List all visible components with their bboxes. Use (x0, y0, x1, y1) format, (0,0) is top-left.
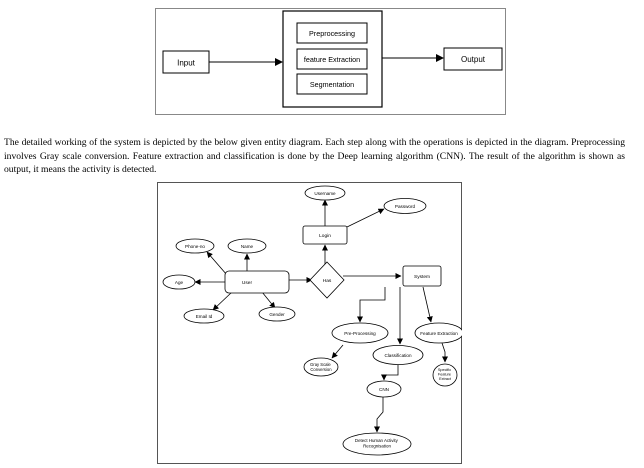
name-label: Name (241, 244, 254, 249)
edge-cnn-detect (374, 397, 384, 433)
grayscale-line-2: Conversion (310, 367, 332, 372)
classification-entity (372, 345, 424, 365)
edge-system-feature-extraction (422, 286, 433, 323)
figure-frame (155, 8, 506, 115)
system-label: System (414, 274, 430, 280)
username-entity (304, 185, 346, 201)
preprocessing-entity (331, 322, 389, 344)
grayscale-label: Gray Scale Conversion (310, 362, 332, 372)
cnn-label: CNN (379, 387, 389, 392)
edge-user-gender (261, 291, 276, 309)
has-label: Has (323, 278, 332, 284)
has-relationship (309, 261, 345, 299)
block-diagram-figure: Input Preprocessing feature Extraction S… (155, 8, 506, 115)
login-label: Login (319, 233, 331, 239)
edge-classification-cnn (381, 365, 399, 381)
username-label: Username (314, 191, 336, 196)
specific-feature-line-2: Feature (438, 373, 451, 377)
age-entity (162, 274, 196, 290)
age-label: Age (175, 280, 184, 285)
grayscale-entity (303, 357, 339, 377)
output-box (443, 47, 503, 71)
cnn-entity (366, 380, 402, 398)
detect-activity-line-1: Detect Human Activity (355, 438, 399, 443)
phone-label: Phone-no (185, 244, 205, 249)
classification-label: Classification (384, 353, 412, 358)
grayscale-line-1: Gray Scale (310, 362, 331, 367)
password-label: Password (395, 204, 416, 209)
edge-user-phone (206, 251, 228, 276)
specific-feature-line-3: Extract (439, 377, 452, 381)
edge-user-email (212, 291, 233, 311)
gender-label: Gender (269, 312, 285, 317)
step-segmentation-box (296, 73, 368, 95)
detect-activity-label: Detect Human Activity Recognisation (355, 438, 399, 449)
detect-activity-entity (342, 432, 412, 456)
feature-extraction-label: Feature Extraction (420, 331, 458, 336)
name-entity (227, 238, 267, 254)
input-label: Input (177, 59, 196, 68)
output-label: Output (461, 55, 486, 64)
step-preprocessing-box (296, 22, 368, 44)
entity-diagram-figure: Username Password Login Phone-no Name Ag… (157, 182, 462, 464)
step-preprocessing-label: Preprocessing (309, 29, 355, 38)
specific-feature-label: Specific Feature Extract (438, 368, 452, 381)
step-feature-extraction-label: feature Extraction (304, 55, 360, 64)
step-feature-extraction-box (296, 48, 368, 70)
figure-frame (157, 182, 462, 464)
login-entity (302, 225, 348, 245)
edge-login-password (346, 208, 385, 228)
detect-activity-line-2: Recognisation (363, 444, 391, 449)
step-segmentation-label: Segmentation (310, 80, 354, 89)
gender-entity (258, 306, 296, 322)
edge-system-preprocessing (357, 287, 386, 323)
feature-extraction-entity (414, 322, 462, 344)
description-paragraph: The detailed working of the system is de… (4, 137, 625, 175)
edge-feature-specific (441, 342, 448, 363)
specific-feature-entity (432, 363, 458, 387)
password-entity (383, 198, 427, 214)
specific-feature-line-1: Specific (438, 368, 451, 372)
email-label: Email Id (196, 314, 213, 319)
system-entity (402, 265, 442, 287)
email-entity (183, 308, 225, 324)
preprocessing-label: Pre-Processing (344, 331, 376, 336)
user-entity (224, 270, 290, 294)
phone-entity (175, 238, 215, 254)
user-label: User (242, 280, 253, 286)
edge-preprocessing-grayscale (331, 344, 344, 359)
